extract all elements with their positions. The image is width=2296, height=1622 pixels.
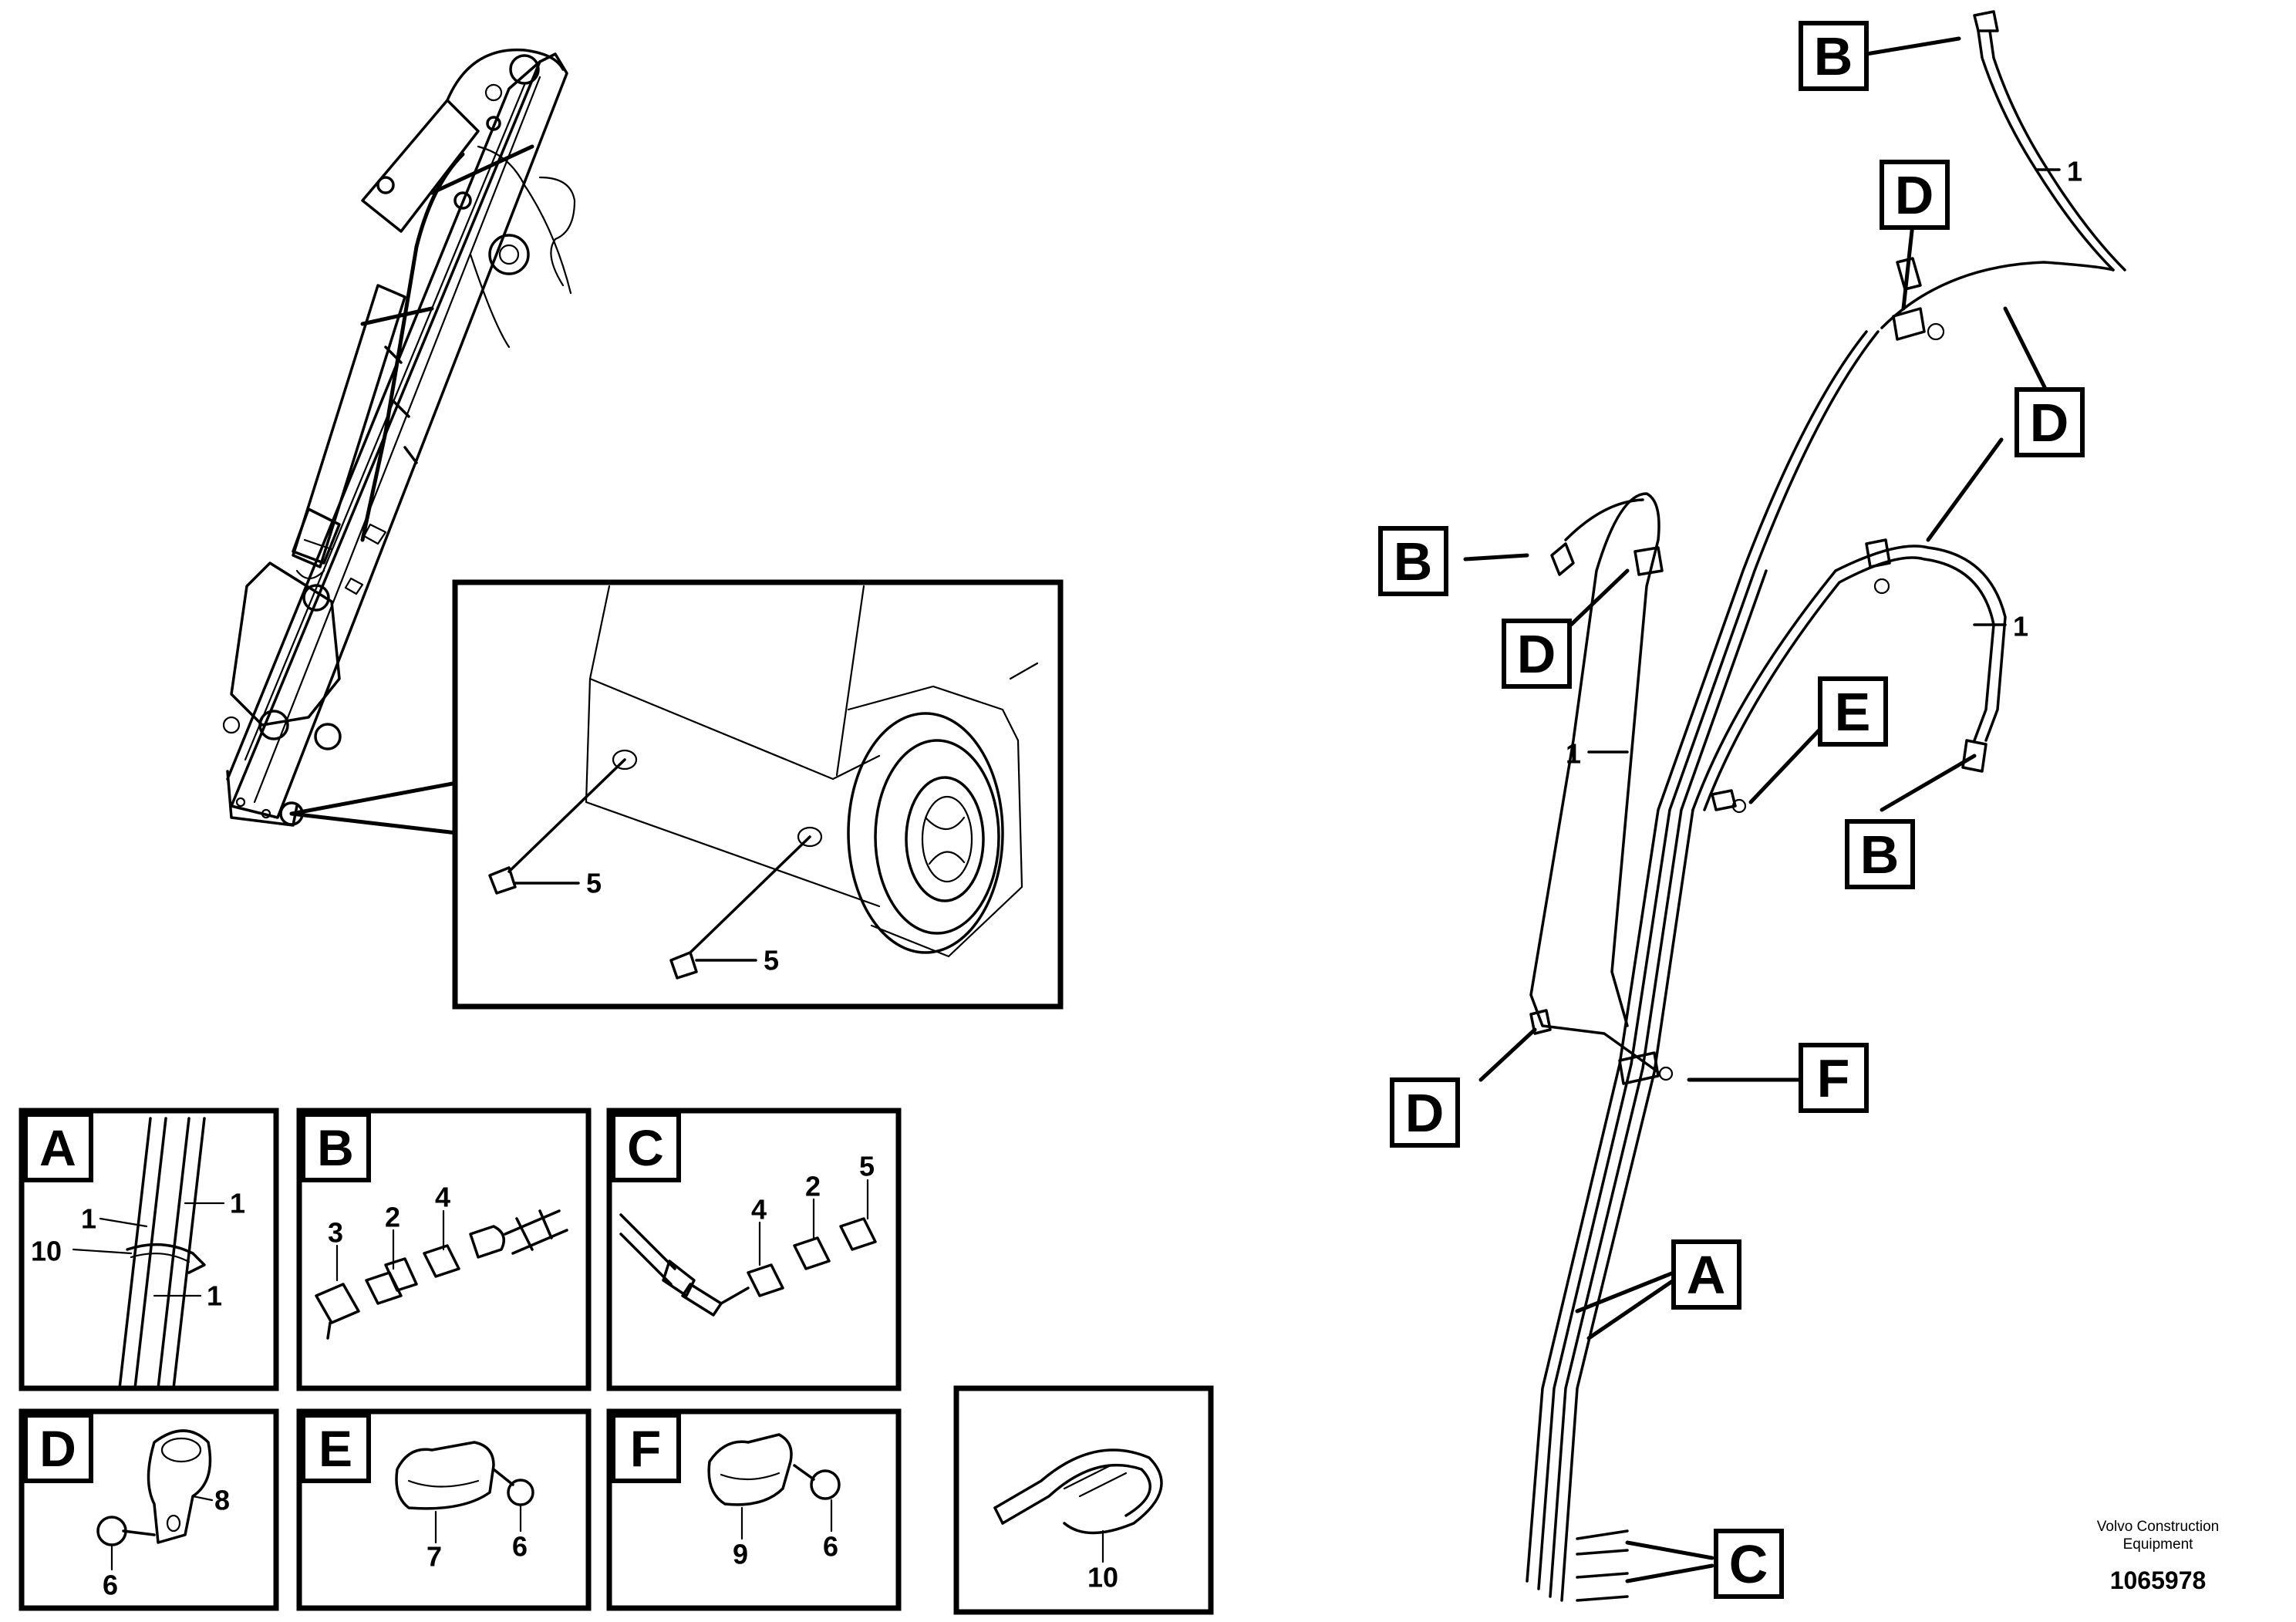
brand-line-1: Volvo Construction bbox=[2097, 1519, 2219, 1535]
panel-f-label-9: 9 bbox=[733, 1539, 748, 1570]
panel-e-letter: E bbox=[319, 1420, 352, 1477]
callout-leaders bbox=[1463, 36, 2061, 1583]
callout-d-bottom: D bbox=[1405, 1083, 1445, 1143]
panel-d-letter: D bbox=[39, 1420, 76, 1477]
panel-b-label-2: 2 bbox=[385, 1202, 400, 1233]
boom-end-detail-frame bbox=[452, 579, 1064, 1010]
panel-f-letter: F bbox=[630, 1420, 661, 1477]
detail-panel-f: F 9 6 bbox=[606, 1408, 902, 1611]
figure-number: 1065978 bbox=[2110, 1566, 2207, 1594]
callout-f: F bbox=[1817, 1048, 1850, 1108]
footer-block: Volvo Construction Equipment 1065978 bbox=[2097, 1519, 2219, 1594]
callout-d-right: D bbox=[2030, 393, 2069, 453]
brand-line-2: Equipment bbox=[2123, 1536, 2194, 1553]
panel-d-label-6: 6 bbox=[103, 1570, 118, 1601]
detail-panel-d: D 8 6 bbox=[19, 1408, 279, 1611]
hose-label-1-mid: 1 bbox=[2013, 611, 2028, 642]
panel-b-label-4: 4 bbox=[435, 1182, 450, 1213]
panel-a-letter: A bbox=[39, 1119, 76, 1176]
callout-d-upper: D bbox=[1895, 165, 1934, 225]
panel-c-label-2: 2 bbox=[805, 1171, 821, 1202]
boom-detail-label-5b: 5 bbox=[764, 945, 779, 976]
panel-a-label-10: 10 bbox=[31, 1236, 62, 1267]
panel-c-label-4: 4 bbox=[751, 1194, 767, 1226]
panel-c-label-5: 5 bbox=[859, 1151, 875, 1182]
callout-e: E bbox=[1835, 682, 1871, 742]
boom-end-detail: 5 5 bbox=[452, 579, 1064, 1010]
panel-b-label-3: 3 bbox=[328, 1217, 343, 1249]
panel-e-label-7: 7 bbox=[426, 1541, 442, 1573]
callout-d-left: D bbox=[1517, 624, 1556, 684]
boom-detail-label-5a: 5 bbox=[586, 868, 602, 899]
panel-tie-label-10: 10 bbox=[1087, 1562, 1118, 1593]
panel-c-letter: C bbox=[627, 1119, 664, 1176]
panel-b-letter: B bbox=[317, 1119, 354, 1176]
hose-label-1-left: 1 bbox=[1566, 738, 1581, 770]
callout-a: A bbox=[1687, 1245, 1726, 1305]
panel-a-label-1c: 1 bbox=[207, 1280, 222, 1312]
callout-boxes: B D D B D E B D F A C bbox=[1378, 21, 2085, 1599]
panel-a-label-1a: 1 bbox=[81, 1203, 96, 1235]
detail-panel-cable-tie: 10 bbox=[953, 1385, 1214, 1615]
hose-label-1-top: 1 bbox=[2067, 156, 2082, 187]
callout-b-right: B bbox=[1860, 824, 1900, 885]
detail-panel-a: A 1 1 10 1 bbox=[19, 1108, 279, 1391]
callout-b-left: B bbox=[1394, 531, 1433, 592]
detail-panel-c: C 4 2 5 bbox=[606, 1108, 902, 1391]
panel-d-label-8: 8 bbox=[214, 1485, 230, 1516]
boom-assembly bbox=[222, 48, 576, 835]
callout-b-top: B bbox=[1814, 26, 1853, 86]
detail-panel-b: B 3 2 4 bbox=[296, 1108, 592, 1391]
panel-f-label-6: 6 bbox=[823, 1531, 838, 1563]
detail-panel-e: E 7 6 bbox=[296, 1408, 592, 1611]
panel-e-label-6: 6 bbox=[512, 1531, 528, 1563]
callout-c: C bbox=[1729, 1534, 1768, 1594]
panel-a-label-1b: 1 bbox=[230, 1188, 245, 1219]
hose-assembly bbox=[1526, 10, 2126, 1602]
